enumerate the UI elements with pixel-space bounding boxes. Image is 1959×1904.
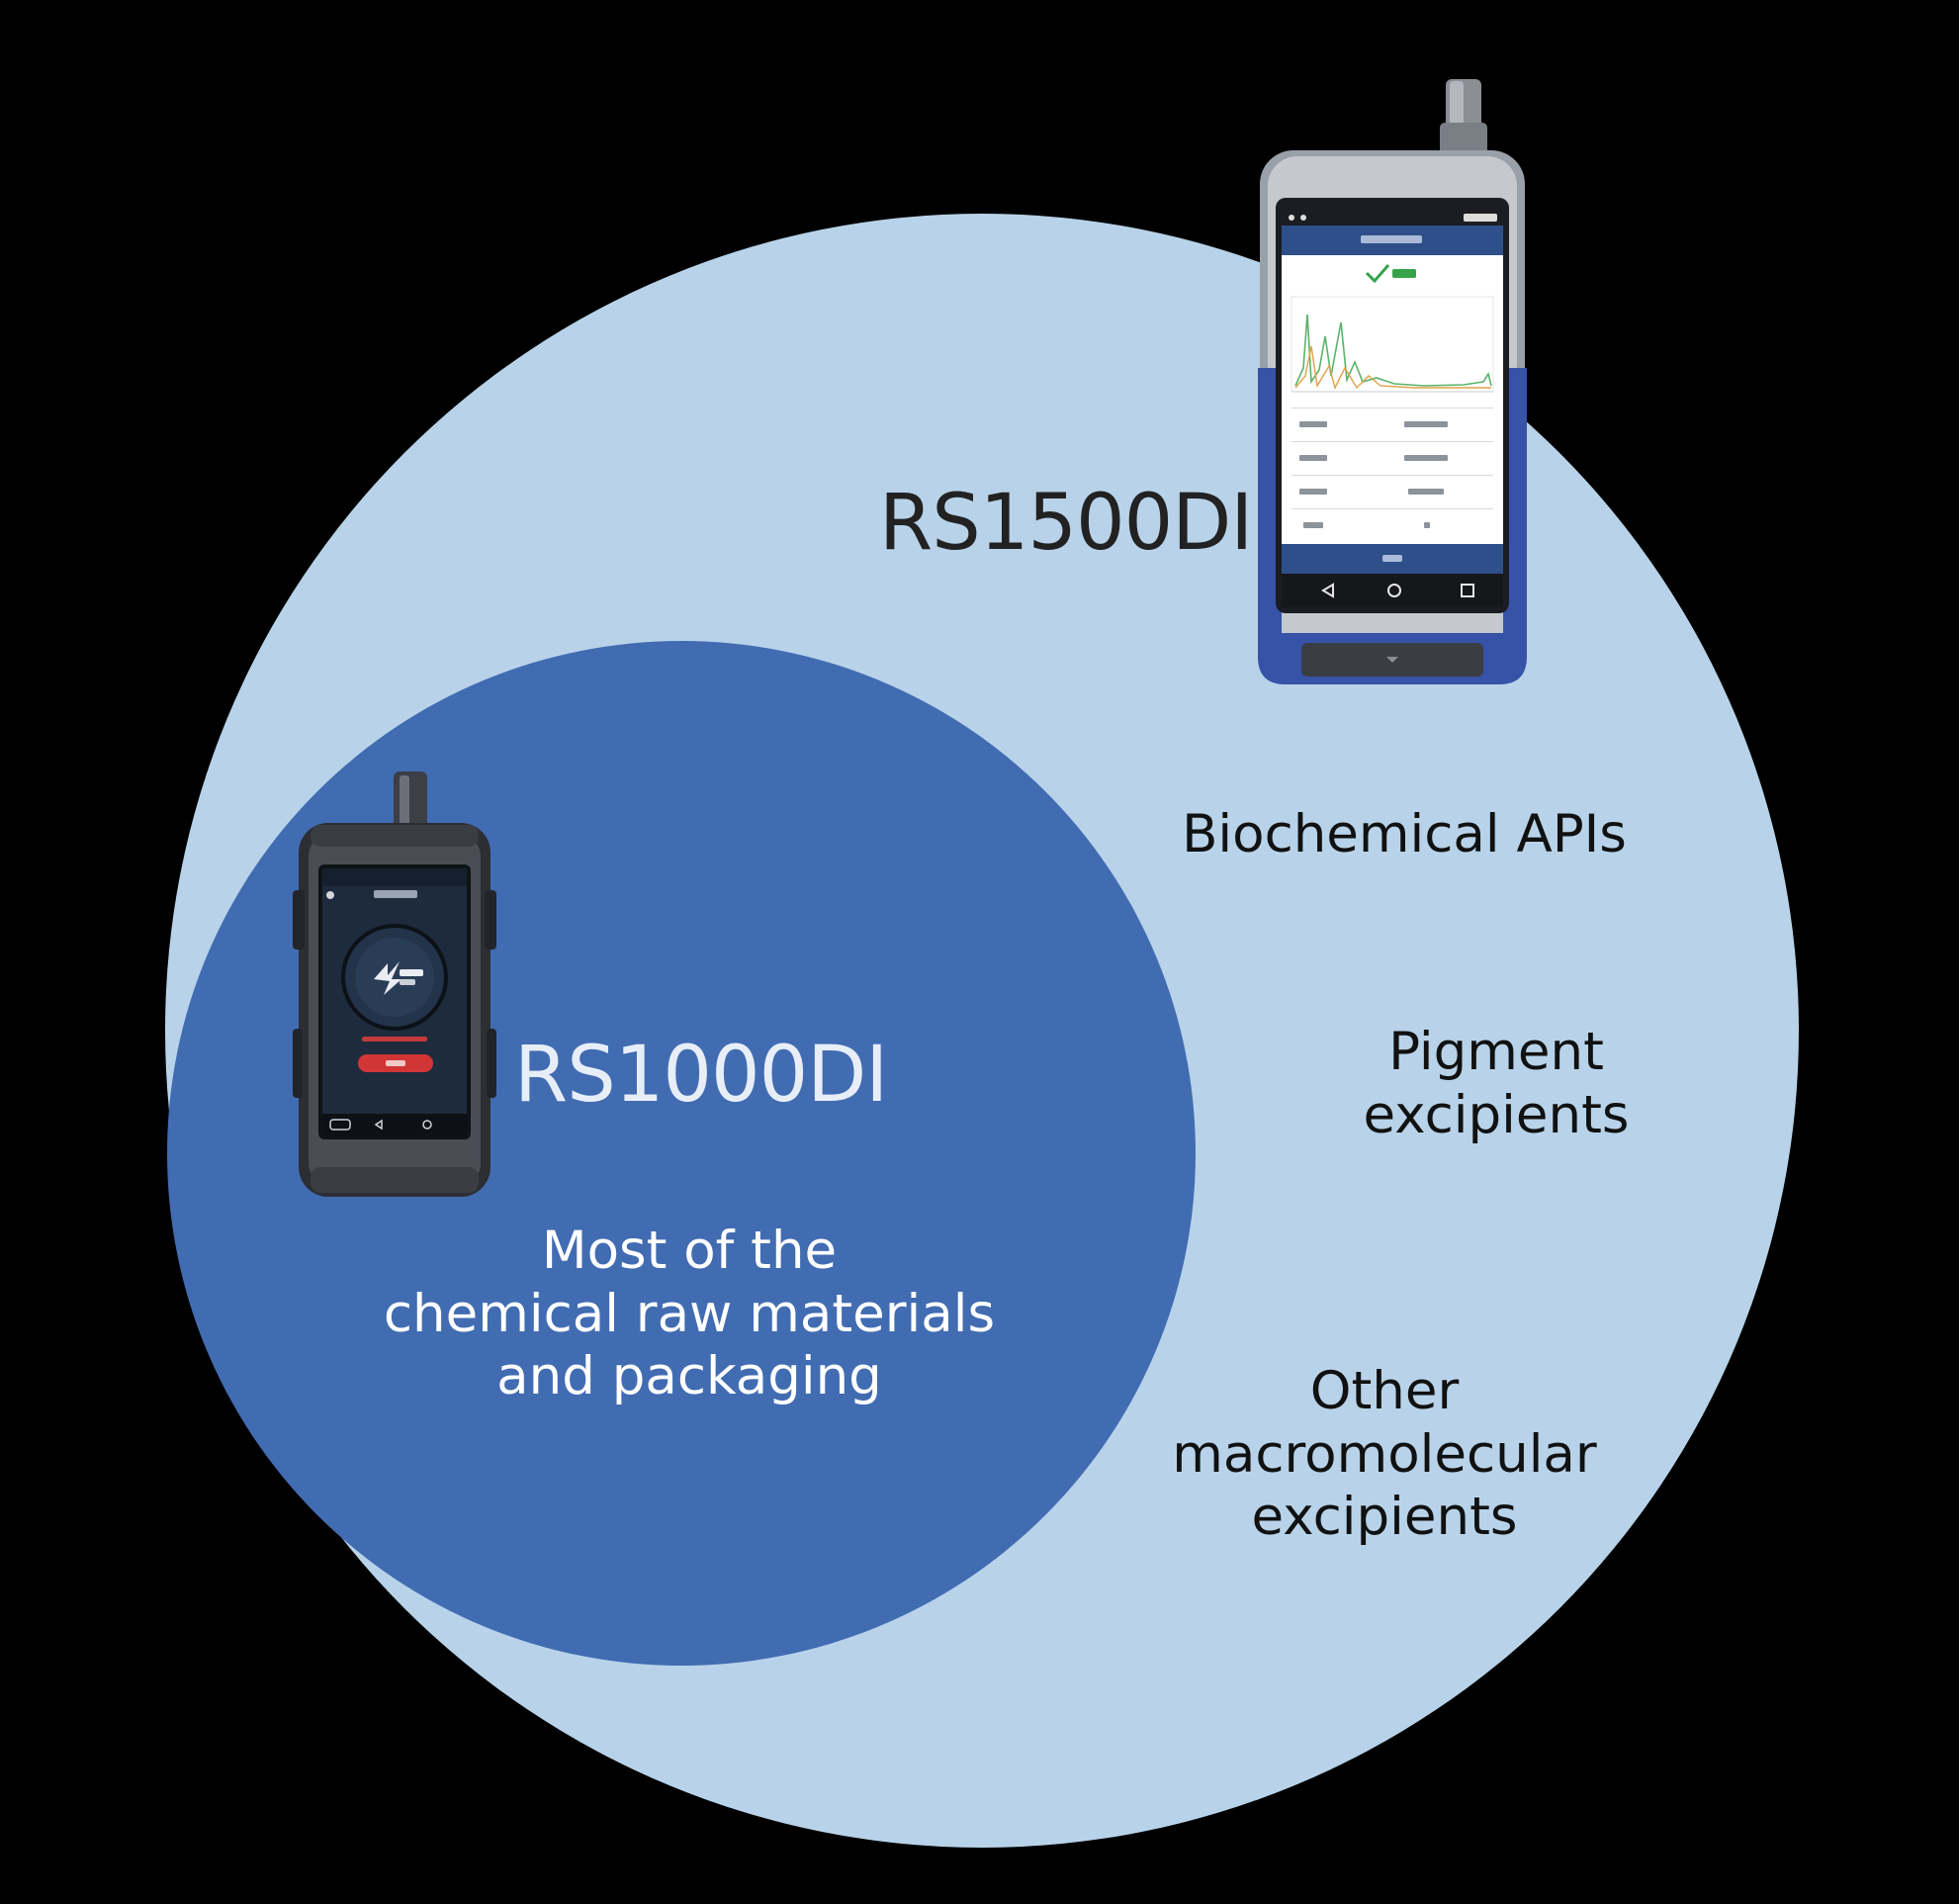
rs1500di-model-label: RS1500DI	[879, 479, 1253, 568]
rs1000di-model-label: RS1000DI	[514, 1031, 888, 1120]
outer-item-line: excipients	[1363, 1084, 1630, 1145]
inner-set-line: Most of the	[541, 1221, 838, 1281]
inner-set-line: and packaging	[496, 1346, 882, 1407]
handheld-spectrometer-rs1500di-icon	[1258, 79, 1527, 684]
outer-item-line: Other	[1309, 1361, 1460, 1421]
inner-set-description: Most of the chemical raw materials and p…	[343, 1220, 1035, 1408]
outer-item-line: macromolecular	[1172, 1423, 1597, 1485]
inner-set-line: chemical raw materials	[383, 1283, 996, 1344]
outer-item-biochemical-apis: Biochemical APIs	[1157, 804, 1651, 866]
outer-item-line: excipients	[1251, 1487, 1518, 1548]
outer-item-line: Pigment	[1388, 1022, 1604, 1082]
handheld-spectrometer-rs1000di-icon	[293, 771, 496, 1197]
outer-item-line: Biochemical APIs	[1182, 804, 1627, 864]
outer-item-other-macromolecular-excipients: Other macromolecular excipients	[1137, 1360, 1632, 1549]
outer-item-pigment-excipients: Pigment excipients	[1298, 1021, 1694, 1146]
